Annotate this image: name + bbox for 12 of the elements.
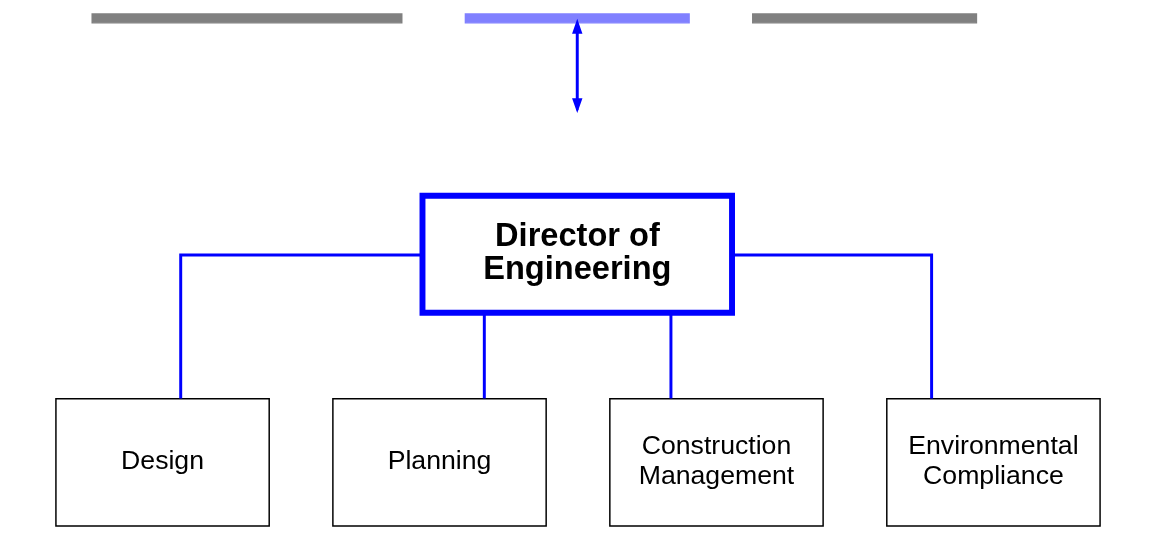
connector (669, 312, 673, 399)
node-box: Planning (332, 397, 547, 527)
node-box: Design (55, 397, 270, 527)
node-box: Construction Management (609, 397, 824, 527)
node-bar (464, 13, 690, 24)
node-box: Director of Engineering (419, 192, 735, 316)
connector (179, 253, 423, 399)
connector (732, 253, 934, 399)
node-bar (752, 13, 978, 24)
connector (482, 312, 486, 399)
node-bar (91, 13, 403, 24)
node-box: Environmental Compliance (886, 397, 1101, 527)
